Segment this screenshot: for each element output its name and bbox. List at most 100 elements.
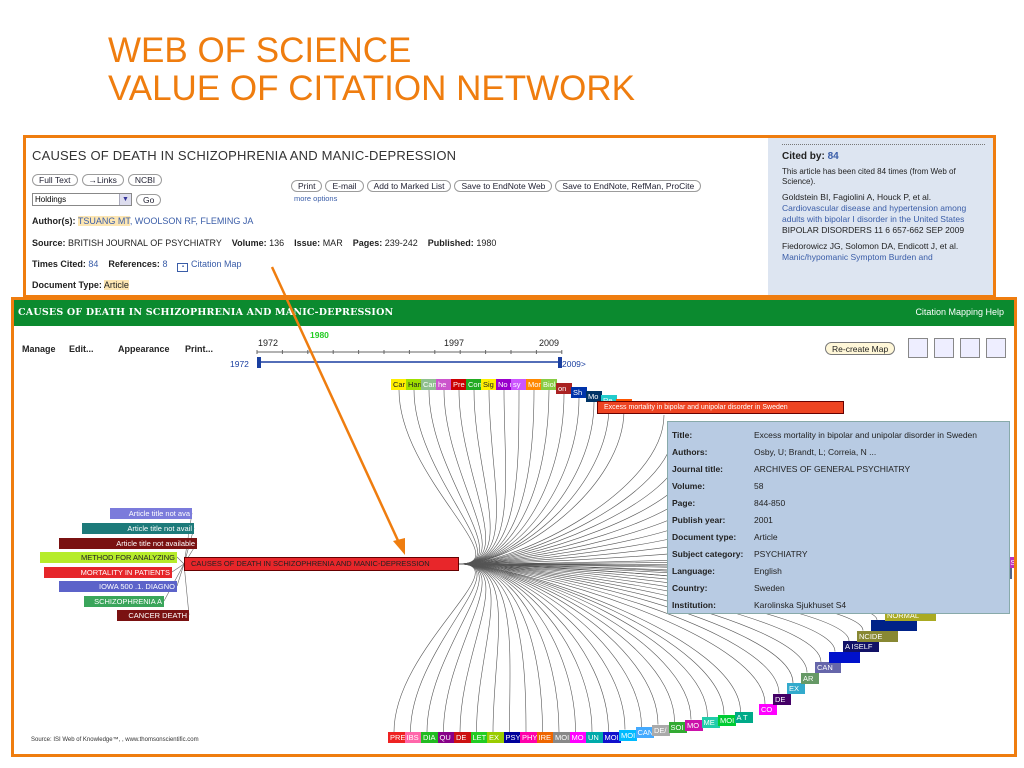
full-text-button[interactable]: Full Text	[32, 174, 78, 186]
citing-article-node[interactable]: No m	[496, 379, 512, 390]
cited-by-count-link[interactable]: 84	[827, 151, 839, 162]
source-credit: Source: ISI Web of Knowledge™, , www.tho…	[31, 737, 199, 743]
citation-mapping-help-link[interactable]: Citation Mapping Help	[915, 307, 1004, 317]
cited-reference-node[interactable]: Article title not available	[59, 538, 197, 549]
citing-article-node[interactable]: NCIDE	[857, 630, 898, 642]
citing-article-node[interactable]: EX	[787, 683, 805, 694]
citing-article-node[interactable]: MOI	[553, 732, 571, 743]
citing-article-node[interactable]: DE	[454, 732, 472, 743]
citation-link	[458, 563, 499, 733]
menu-print[interactable]: Print...	[185, 344, 214, 354]
cited-reference-node[interactable]: Article title not avail	[82, 523, 194, 534]
citing-article-node[interactable]: Hari	[406, 379, 422, 390]
times-cited-link[interactable]: 84	[88, 259, 99, 269]
citing-article-node[interactable]: Mo	[586, 391, 602, 402]
cited-reference-node[interactable]: SCHIZOPHRENIA A	[84, 596, 164, 607]
citing-article-node[interactable]: Can	[421, 379, 437, 390]
root-article-node[interactable]: CAUSES OF DEATH IN SCHIZOPHRENIA AND MAN…	[184, 557, 459, 571]
citing-article-node[interactable]: CAN	[635, 727, 654, 738]
doctype-label: Document Type:	[32, 280, 102, 290]
citation-map-link[interactable]: Citation Map	[191, 259, 242, 269]
cited-reference-node[interactable]: IOWA 500 .1. DIAGNO	[59, 581, 177, 592]
cited-entry-2-title[interactable]: Manic/hypomanic Symptom Burden and	[782, 252, 933, 262]
citing-article-node[interactable]: MOI	[619, 729, 637, 741]
citing-article-node[interactable]: CAN	[815, 662, 841, 673]
author-first-link[interactable]: TSUANG MT	[77, 216, 130, 226]
citing-article-node[interactable]: MOI	[718, 714, 736, 726]
citing-article-node[interactable]: Mort	[526, 379, 542, 390]
citing-article-node[interactable]: SOI	[668, 722, 687, 733]
info-value: Article	[754, 531, 778, 542]
menu-manage[interactable]: Manage	[22, 344, 56, 354]
hovered-article-node[interactable]: Excess mortality in bipolar and unipolar…	[597, 401, 844, 414]
links-button[interactable]: →Links	[81, 174, 124, 186]
citing-article-node[interactable]: CO	[759, 704, 777, 715]
citing-article-node[interactable]: AR	[801, 672, 819, 684]
chevron-down-icon[interactable]: ▼	[119, 194, 131, 205]
citing-article-node[interactable]: A ISELF	[843, 641, 879, 652]
recreate-map-button[interactable]: Re-create Map	[825, 342, 896, 355]
more-options-link[interactable]: more options	[294, 194, 338, 203]
citing-article-node[interactable]: Car	[391, 379, 407, 390]
holdings-select[interactable]: Holdings ▼	[32, 193, 132, 206]
timeline-left-handle[interactable]	[257, 357, 261, 368]
citing-article-node[interactable]: PRE	[388, 732, 406, 743]
citing-article-node[interactable]: Sh	[571, 387, 587, 398]
ncbi-button[interactable]: NCBI	[127, 174, 163, 186]
citing-article-node[interactable]: ME	[701, 717, 720, 728]
layout-tool-3-icon[interactable]	[960, 338, 980, 358]
citing-article-node[interactable]: IRE	[536, 732, 555, 743]
citing-article-node[interactable]: MO	[569, 732, 588, 743]
go-button[interactable]: Go	[136, 193, 162, 206]
citing-article-node[interactable]: Pre	[451, 379, 467, 390]
add-to-marked-list-button[interactable]: Add to Marked List	[366, 180, 452, 192]
citing-article-node[interactable]: A T	[734, 712, 753, 723]
citing-article-node[interactable]: Re	[601, 395, 617, 406]
cited-reference-node[interactable]: MORTALITY IN PATIENTS	[44, 567, 172, 578]
citation-link	[458, 389, 486, 565]
citing-article-node[interactable]: LET	[470, 732, 489, 743]
layout-tool-2-icon[interactable]	[934, 338, 954, 358]
citing-article-node[interactable]: DE/	[652, 724, 670, 736]
layout-tool-1-icon[interactable]	[908, 338, 928, 358]
timeline-right-handle[interactable]	[558, 357, 562, 368]
email-button[interactable]: E-mail	[325, 180, 364, 192]
cited-reference-node[interactable]: CANCER DEATH	[117, 610, 189, 621]
menu-edit[interactable]: Edit...	[69, 344, 94, 354]
citing-article-node[interactable]: NORMAL	[885, 609, 936, 621]
citing-article-node[interactable]	[829, 651, 860, 663]
citing-article-node[interactable]: EX	[487, 732, 505, 743]
citing-article-node[interactable]: UN	[586, 732, 604, 743]
citing-article-node[interactable]: MOI	[602, 732, 621, 743]
cited-reference-node[interactable]: Article title not ava	[110, 508, 192, 519]
save-endnote-web-button[interactable]: Save to EndNote Web	[454, 180, 553, 192]
info-value: Karolinska Sjukhuset S4	[754, 599, 847, 610]
citing-article-node[interactable]: sy	[511, 379, 527, 390]
print-button[interactable]: Print	[291, 180, 323, 192]
layout-tool-4-icon[interactable]	[986, 338, 1006, 358]
cited-entry-1-title[interactable]: Cardiovascular disease and hypertension …	[782, 203, 967, 224]
citation-map-panel: CAUSES OF DEATH IN SCHIZOPHRENIA AND MAN…	[11, 297, 1017, 757]
citing-article-node[interactable]: he	[436, 379, 452, 390]
citation-link	[458, 389, 506, 565]
citation-map-icon[interactable]: ▪	[177, 263, 189, 272]
citing-article-node[interactable]: MO	[685, 719, 703, 731]
doctype-line: Document Type: Article	[32, 280, 129, 290]
menu-appearance[interactable]: Appearance	[118, 344, 170, 354]
timeline-right-label: 2009>	[562, 359, 586, 369]
citing-article-node[interactable]: on	[556, 383, 572, 394]
save-endnote-refman-button[interactable]: Save to EndNote, RefMan, ProCite	[555, 180, 702, 192]
references-link[interactable]: 8	[162, 259, 168, 269]
citing-article-node[interactable]: IBS	[404, 732, 423, 743]
citing-article-node[interactable]: QU	[437, 732, 456, 743]
citing-article-node[interactable]: PHY	[520, 732, 538, 743]
citing-article-node[interactable]: PSY	[503, 732, 522, 743]
citing-article-node[interactable]	[871, 620, 917, 631]
citing-article-node[interactable]: DE	[773, 693, 791, 705]
citing-article-node[interactable]: DIA	[421, 732, 439, 743]
authors-rest-link[interactable]: , WOOLSON RF, FLEMING JA	[129, 216, 254, 226]
citing-article-node[interactable]: Sig	[481, 379, 497, 390]
cited-reference-node[interactable]: METHOD FOR ANALYZING	[40, 552, 177, 563]
citing-article-node[interactable]: Con	[466, 379, 482, 390]
